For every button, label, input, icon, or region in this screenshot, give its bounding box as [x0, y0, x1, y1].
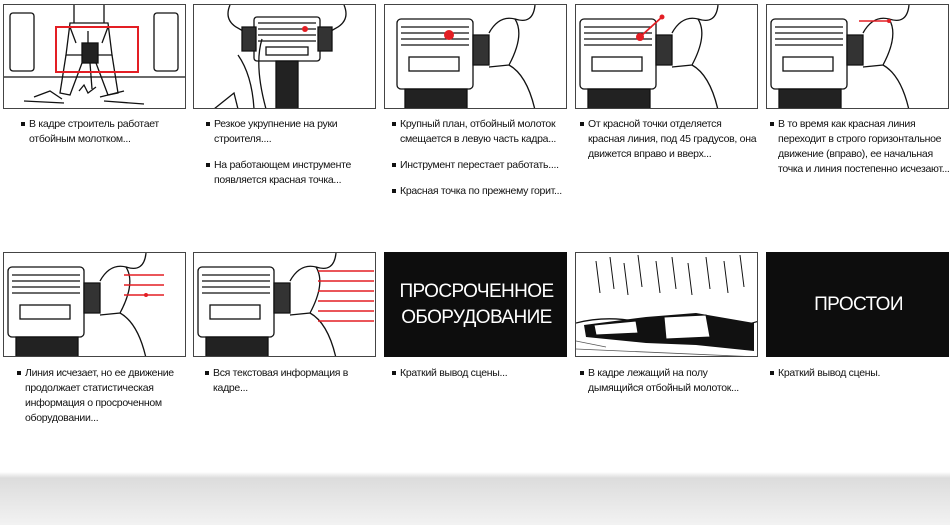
- bullet-icon: [17, 371, 21, 375]
- bullet-icon: [580, 122, 584, 126]
- storyboard-frame-9[interactable]: [575, 252, 758, 357]
- storyboard-frame-6[interactable]: [3, 252, 186, 357]
- storyboard-frame-2[interactable]: [193, 4, 376, 109]
- bullet-icon: [770, 371, 774, 375]
- caption-paragraph: Красная точка по прежнему горит...: [390, 184, 570, 199]
- bottom-band: [0, 472, 950, 525]
- caption-paragraph: Краткий вывод сцены.: [768, 366, 948, 381]
- caption-paragraph: В то время как красная линия переходит в…: [768, 117, 950, 177]
- slide-title: ПРОСРОЧЕННОЕ ОБОРУДОВАНИЕ: [399, 280, 554, 328]
- storyboard-frame-4[interactable]: [575, 4, 758, 109]
- frame-9-illustration: [576, 254, 757, 356]
- caption-paragraph: На работающем инструменте появляется кра…: [204, 158, 384, 188]
- frame-8-caption: Краткий вывод сцены...: [390, 366, 570, 381]
- slide-title: ПРОСТОИ: [814, 293, 903, 315]
- frame-6-caption: Линия исчезает, но ее движение продолжае…: [15, 366, 195, 426]
- bullet-icon: [205, 371, 209, 375]
- bullet-icon: [392, 163, 396, 167]
- caption-paragraph: Резкое укрупнение на руки строителя....: [204, 117, 384, 147]
- caption-paragraph: Инструмент перестает работать....: [390, 158, 570, 173]
- caption-paragraph: Крупный план, отбойный молоток смещается…: [390, 117, 570, 147]
- frame-9-caption: В кадре лежащий на полу дымящийся отбойн…: [578, 366, 758, 396]
- storyboard-frame-3[interactable]: [384, 4, 567, 109]
- caption-paragraph: В кадре строитель работает отбойным моло…: [19, 117, 199, 147]
- frame-7-illustration: [197, 253, 374, 356]
- frame-7-caption: Вся текстовая информация в кадре...: [203, 366, 383, 396]
- frame-5-caption: В то время как красная линия переходит в…: [768, 117, 950, 177]
- storyboard-frame-8[interactable]: ПРОСРОЧЕННОЕ ОБОРУДОВАНИЕ: [384, 252, 567, 357]
- caption-paragraph: В кадре лежащий на полу дымящийся отбойн…: [578, 366, 758, 396]
- bullet-icon: [206, 122, 210, 126]
- frame-2-illustration: [214, 5, 347, 108]
- frame-4-caption: От красной точки отделяется красная лини…: [578, 117, 758, 162]
- bullet-icon: [392, 189, 396, 193]
- frame-1-illustration: [4, 5, 185, 105]
- storyboard-frame-7[interactable]: [193, 252, 376, 357]
- bullet-icon: [580, 371, 584, 375]
- frame-2-caption: Резкое укрупнение на руки строителя.... …: [204, 117, 384, 188]
- caption-paragraph: Линия исчезает, но ее движение продолжае…: [15, 366, 195, 426]
- bullet-icon: [392, 371, 396, 375]
- frame-1-caption: В кадре строитель работает отбойным моло…: [19, 117, 199, 147]
- frame-10-caption: Краткий вывод сцены.: [768, 366, 948, 381]
- caption-paragraph: Вся текстовая информация в кадре...: [203, 366, 383, 396]
- frame-4-illustration: [579, 5, 719, 108]
- storyboard-frame-10[interactable]: ПРОСТОИ: [766, 252, 949, 357]
- frame-3-caption: Крупный план, отбойный молоток смещается…: [390, 117, 570, 199]
- bullet-icon: [206, 163, 210, 167]
- caption-paragraph: Краткий вывод сцены...: [390, 366, 570, 381]
- frame-3-illustration: [396, 5, 536, 108]
- storyboard-frame-5[interactable]: [766, 4, 949, 109]
- bullet-icon: [392, 122, 396, 126]
- bullet-icon: [21, 122, 25, 126]
- caption-paragraph: От красной точки отделяется красная лини…: [578, 117, 758, 162]
- frame-6-illustration: [7, 253, 164, 356]
- frame-5-illustration: [770, 5, 910, 108]
- storyboard-frame-1[interactable]: [3, 4, 186, 109]
- bullet-icon: [770, 122, 774, 126]
